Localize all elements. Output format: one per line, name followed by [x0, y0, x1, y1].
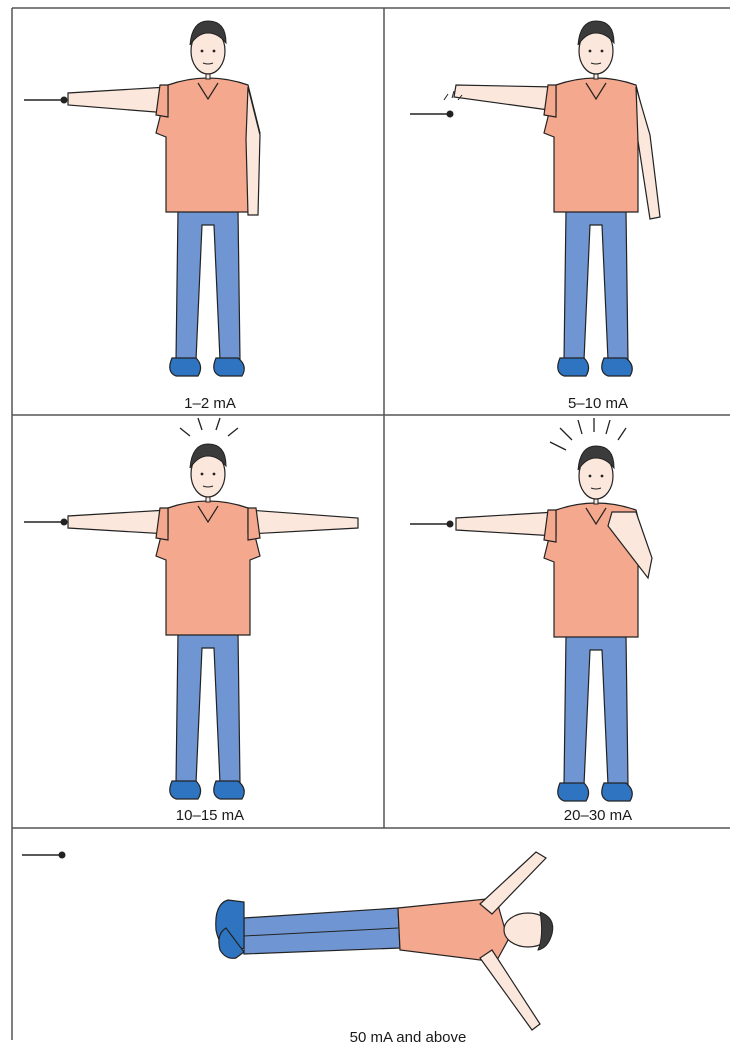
person-figure — [454, 21, 660, 376]
panel-label-2: 5–10 mA — [568, 395, 628, 412]
panel-label-5: 50 mA and above — [350, 1029, 467, 1046]
electrode-wire — [410, 111, 454, 118]
person-figure — [68, 444, 358, 799]
panel-label-1: 1–2 mA — [184, 395, 236, 412]
person-figure — [456, 446, 652, 801]
panel-label-3: 10–15 mA — [176, 807, 244, 824]
person-figure — [68, 21, 260, 376]
panel-5: 50 mA and above — [22, 852, 553, 1047]
panel-4: 20–30 mA — [410, 418, 652, 824]
shock-rays-icon — [180, 418, 238, 436]
strong-shock-rays-icon — [550, 418, 626, 450]
lying-person-figure — [216, 852, 553, 1030]
electrode-wire — [24, 97, 68, 104]
electrode-wire — [22, 852, 66, 859]
panel-label-4: 20–30 mA — [564, 807, 632, 824]
panel-1: 1–2 mA — [24, 21, 260, 412]
electrode-wire — [410, 521, 454, 528]
electrode-wire — [24, 519, 68, 526]
panel-2: 5–10 mA — [410, 21, 660, 412]
panel-3: 10–15 mA — [24, 418, 358, 824]
